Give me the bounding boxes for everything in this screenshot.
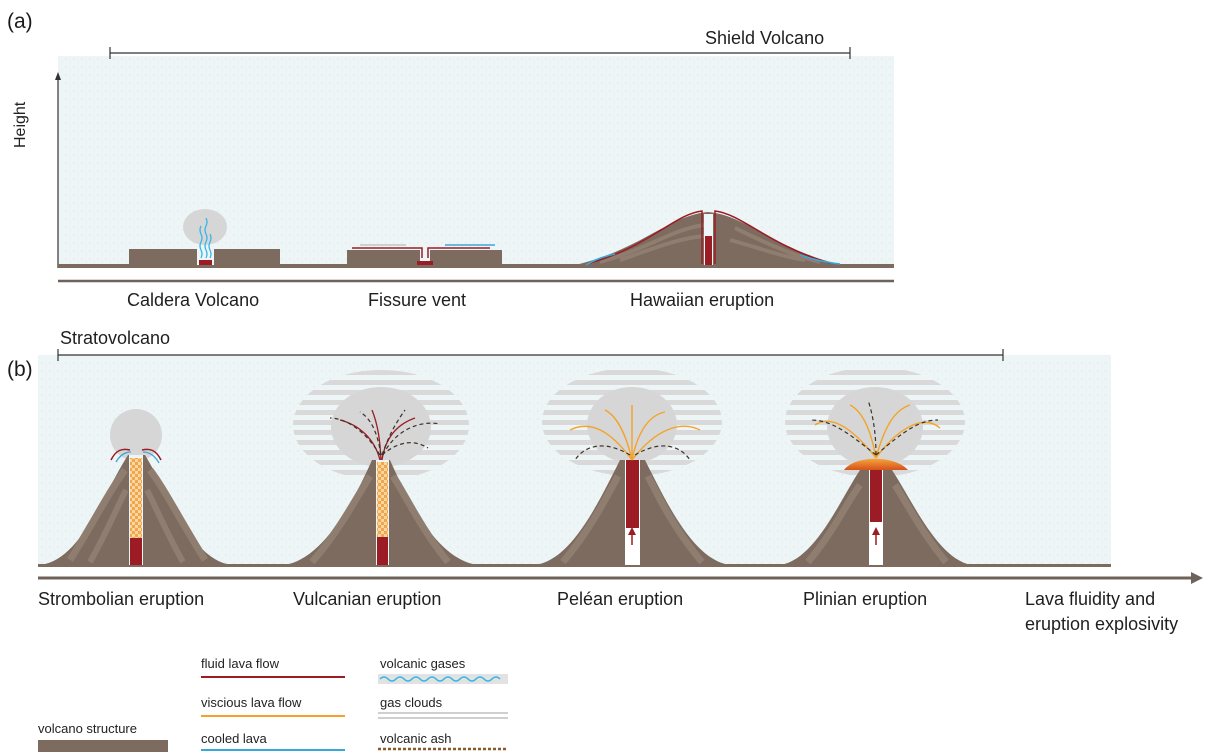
hawaiian-lava-flow-right: [714, 210, 831, 264]
pelean-volcano: [535, 368, 730, 565]
legend-volcanic-gases-label: volcanic gases: [380, 656, 466, 671]
pelean-viscous-lava: [569, 405, 701, 461]
strombolian-eruption-label: Strombolian eruption: [38, 589, 205, 609]
legend-volcano-structure-swatch: [38, 740, 168, 752]
strombolian-lava-plug: [130, 458, 142, 538]
legend-cooled-lava-label: cooled lava: [201, 731, 267, 746]
plinian-eruption-label: Plinian eruption: [803, 589, 928, 609]
hawaiian-eruption-label: Hawaiian eruption: [630, 290, 775, 310]
panel-b-ground: [38, 564, 1111, 567]
legend-volcanic-gases-swatch: [379, 676, 501, 682]
explosivity-axis: [38, 572, 1203, 584]
height-axis: [55, 72, 61, 268]
hawaiian-shield-volcano: [575, 210, 842, 266]
explosivity-axis-label-line2: eruption explosivity: [1025, 614, 1179, 634]
height-axis-label: Height: [12, 101, 29, 148]
vulcanian-eruption-label: Vulcanian eruption: [293, 589, 442, 609]
plinian-magma-chamber: [844, 458, 908, 470]
legend-viscous-lava-label: viscious lava flow: [201, 695, 302, 710]
stratovolcano-bracket: [57, 349, 1004, 361]
legend-volcano-structure-label: volcano structure: [38, 721, 137, 736]
fissure-vent-label: Fissure vent: [368, 290, 467, 310]
caldera-gas-stream: [199, 225, 203, 259]
strombolian-gas-cloud: [110, 409, 162, 461]
legend-fluid-lava-label: fluid lava flow: [201, 656, 280, 671]
vulcanian-volcano: [284, 370, 478, 565]
panel-a-letter: (a): [7, 10, 33, 33]
legend-volcanic-ash-label: volcanic ash: [380, 731, 452, 746]
stratovolcano-label: Stratovolcano: [60, 328, 171, 348]
panel-a-sky: [58, 56, 894, 266]
legend-gas-clouds-swatch: [378, 712, 508, 719]
fissure-vent: [347, 244, 502, 265]
legend: [38, 674, 508, 752]
strombolian-volcano: [40, 409, 232, 565]
panel-a-ground: [58, 264, 894, 268]
caldera-volcano: [129, 209, 280, 265]
plinian-volcano: [780, 367, 972, 565]
hawaiian-lava-flow-left: [589, 210, 703, 264]
vulcanian-ash: [329, 409, 441, 456]
caldera-volcano-label: Caldera Volcano: [127, 290, 260, 310]
shield-volcano-bracket: [109, 47, 851, 59]
panel-b-letter: (b): [7, 358, 33, 381]
legend-gas-clouds-label: gas clouds: [380, 695, 443, 710]
shield-volcano-label: Shield Volcano: [705, 28, 825, 48]
explosivity-axis-label-line1: Lava fluidity and: [1025, 589, 1156, 609]
pelean-eruption-label: Peléan eruption: [557, 589, 684, 609]
